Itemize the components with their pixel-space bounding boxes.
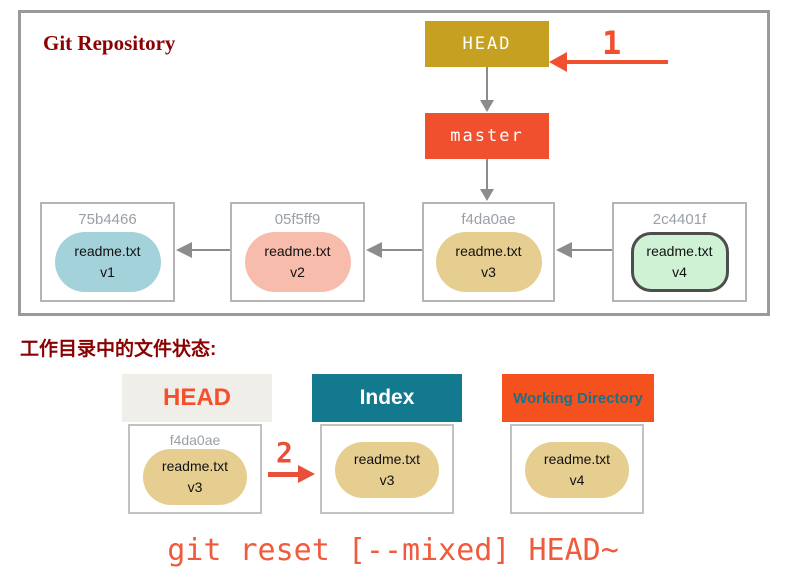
- commit-box-2c4401f: 2c4401f readme.txt v4: [612, 202, 747, 302]
- head-to-master-line: [486, 67, 488, 101]
- commit-hash: 05f5ff9: [274, 211, 321, 228]
- step2-arrow-right-icon: [298, 465, 315, 483]
- head-ref-box: HEAD: [425, 21, 549, 67]
- file-blob-v4: readme.txt v4: [630, 232, 729, 292]
- commit-hash: f4da0ae: [461, 211, 516, 228]
- arrow-left-icon: [366, 242, 382, 258]
- master-branch-label: master: [450, 126, 524, 146]
- file-blob-v3: readme.txt v3: [143, 449, 247, 505]
- column-header-head: HEAD: [122, 374, 272, 422]
- arrow-down-icon: [480, 189, 494, 201]
- parent-arrow-line: [381, 249, 422, 251]
- file-version: v3: [187, 479, 203, 495]
- arrow-left-icon: [176, 242, 192, 258]
- commit-hash: f4da0ae: [169, 432, 221, 448]
- master-branch-box: master: [425, 113, 549, 159]
- file-name: readme.txt: [353, 451, 421, 467]
- file-blob-v4: readme.txt v4: [525, 442, 629, 498]
- file-name: readme.txt: [646, 243, 713, 259]
- commit-box-05f5ff9: 05f5ff9 readme.txt v2: [230, 202, 365, 302]
- arrow-left-icon: [556, 242, 572, 258]
- file-blob-v3: readme.txt v3: [335, 442, 439, 498]
- head-state-box: f4da0ae readme.txt v3: [128, 424, 262, 514]
- step1-number: 1: [602, 24, 622, 62]
- working-directory-state-box: readme.txt v4: [510, 424, 644, 514]
- repo-title: Git Repository: [43, 31, 176, 55]
- master-to-commit-line: [486, 159, 488, 190]
- step1-arrow-left-icon: [549, 52, 567, 72]
- commit-box-75b4466: 75b4466 readme.txt v1: [40, 202, 175, 302]
- file-blob-v1: readme.txt v1: [54, 232, 161, 292]
- step1-arrow-line: [566, 60, 668, 64]
- parent-arrow-line: [191, 249, 230, 251]
- file-blob-v2: readme.txt v2: [244, 232, 351, 292]
- file-blob-v3: readme.txt v3: [435, 232, 542, 292]
- column-header-label: Index: [359, 386, 415, 409]
- file-name: readme.txt: [161, 458, 229, 474]
- working-state-title: 工作目录中的文件状态:: [20, 339, 217, 360]
- file-name: readme.txt: [455, 243, 522, 259]
- commit-hash: 75b4466: [78, 211, 137, 228]
- file-version: v3: [379, 472, 395, 488]
- column-header-working-directory: Working Directory: [502, 374, 654, 422]
- column-header-label: HEAD: [162, 384, 231, 411]
- file-version: v4: [672, 264, 687, 280]
- file-version: v2: [290, 264, 305, 280]
- step2-arrow-line: [268, 472, 300, 477]
- file-name: readme.txt: [74, 243, 141, 259]
- head-ref-label: HEAD: [462, 34, 512, 54]
- file-version: v1: [100, 264, 115, 280]
- commit-hash: 2c4401f: [652, 211, 707, 228]
- parent-arrow-line: [571, 249, 612, 251]
- column-header-index: Index: [312, 374, 462, 422]
- git-command-text: git reset [--mixed] HEAD~: [167, 533, 619, 568]
- file-name: readme.txt: [264, 243, 331, 259]
- step2-number: 2: [276, 436, 293, 469]
- column-header-label: Working Directory: [513, 389, 643, 407]
- arrow-down-icon: [480, 100, 494, 112]
- index-state-box: readme.txt v3: [320, 424, 454, 514]
- file-name: readme.txt: [543, 451, 611, 467]
- commit-box-f4da0ae: f4da0ae readme.txt v3: [422, 202, 555, 302]
- file-version: v3: [481, 264, 496, 280]
- file-version: v4: [569, 472, 585, 488]
